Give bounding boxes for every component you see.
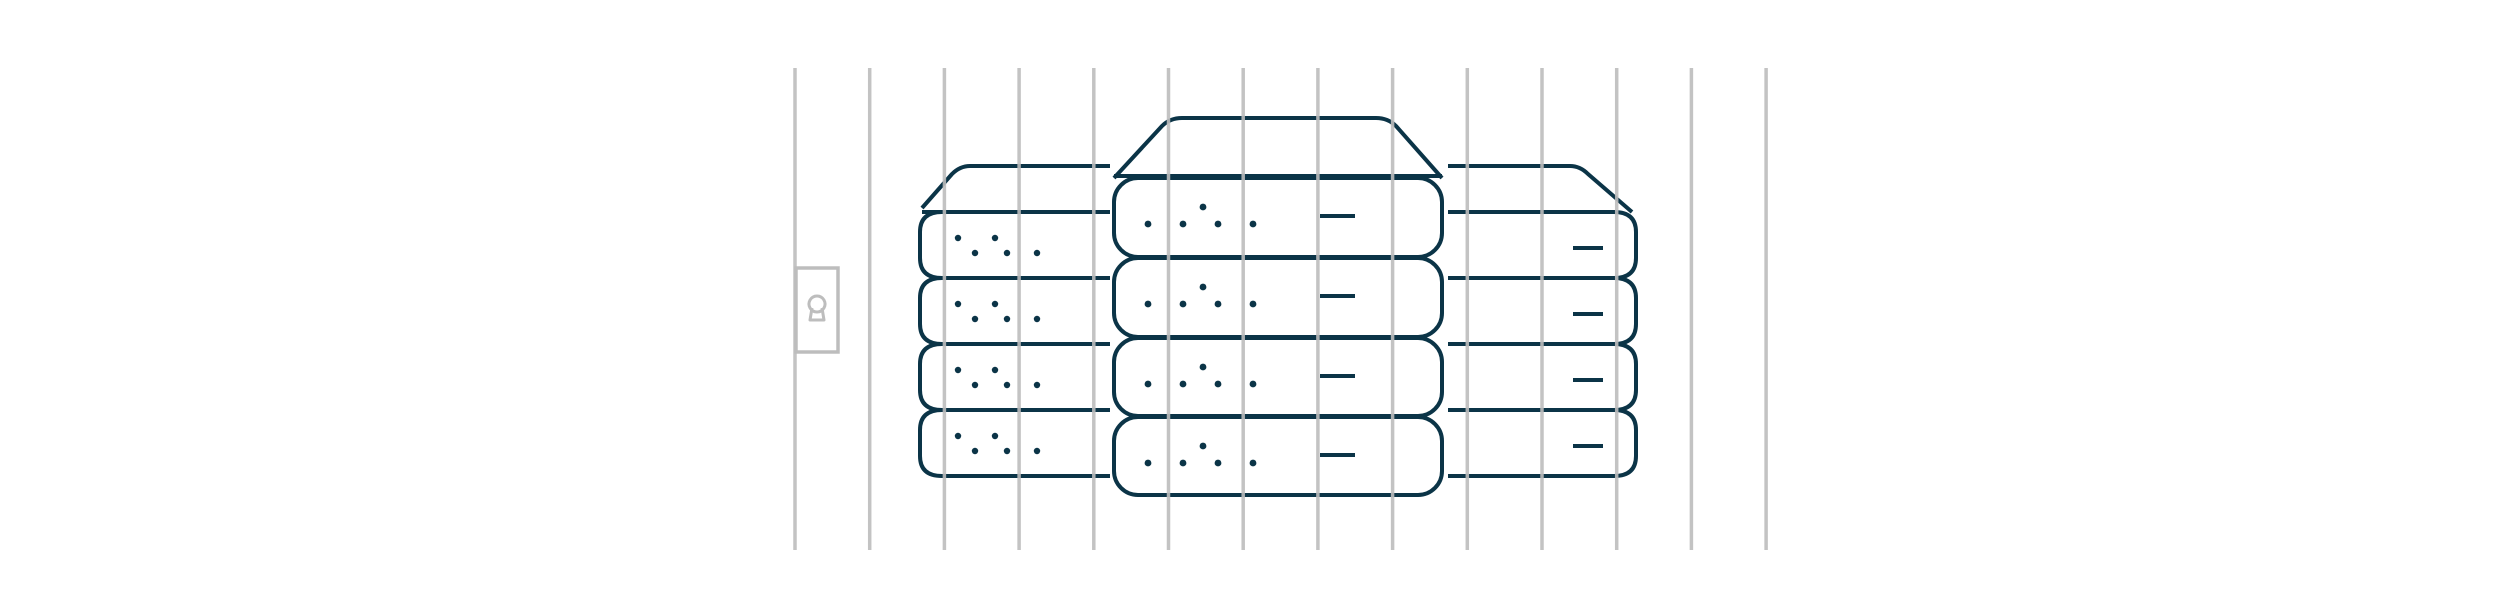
status-led-icon	[1214, 380, 1222, 388]
status-led-icon	[1179, 300, 1187, 308]
status-led-icon	[1199, 442, 1207, 450]
status-led-icon	[1249, 220, 1257, 228]
status-led-icon	[1033, 249, 1041, 257]
prison-bars	[793, 68, 1768, 550]
server-unit	[918, 342, 1110, 412]
lock-icon	[794, 266, 840, 354]
status-led-icon	[1033, 447, 1041, 455]
status-led-icon	[991, 300, 999, 308]
status-led-icon	[1214, 459, 1222, 467]
server-unit	[918, 408, 1110, 478]
server-stack-left	[918, 164, 1110, 478]
status-led-icon	[954, 234, 962, 242]
server-top-right	[1448, 164, 1634, 214]
status-led-icon	[1199, 363, 1207, 371]
status-led-icon	[1033, 381, 1041, 389]
status-led-icon	[954, 366, 962, 374]
status-led-icon	[971, 381, 979, 389]
status-led-icon	[1214, 220, 1222, 228]
server-unit	[1448, 342, 1638, 412]
status-led-icon	[1249, 380, 1257, 388]
status-led-icon	[1144, 220, 1152, 228]
status-led-icon	[954, 432, 962, 440]
status-led-icon	[971, 249, 979, 257]
status-led-icon	[1144, 459, 1152, 467]
status-led-icon	[1003, 249, 1011, 257]
status-led-icon	[991, 432, 999, 440]
status-led-icon	[1003, 381, 1011, 389]
server-unit	[1112, 415, 1444, 497]
lock-plate	[794, 266, 840, 354]
server-unit	[1448, 210, 1638, 280]
status-led-icon	[971, 447, 979, 455]
status-led-icon	[971, 315, 979, 323]
status-led-icon	[1179, 459, 1187, 467]
server-unit	[918, 210, 1110, 280]
status-led-icon	[1199, 283, 1207, 291]
status-led-icon	[1003, 315, 1011, 323]
server-unit	[1448, 408, 1638, 478]
status-led-icon	[1249, 459, 1257, 467]
status-led-icon	[1144, 300, 1152, 308]
status-led-icon	[1179, 220, 1187, 228]
status-led-icon	[1003, 447, 1011, 455]
status-led-icon	[1249, 300, 1257, 308]
server-stack-right	[1448, 164, 1638, 478]
status-led-icon	[1144, 380, 1152, 388]
keyhole-icon	[808, 307, 826, 322]
server-stacks	[918, 116, 1638, 497]
status-led-icon	[991, 366, 999, 374]
status-led-icon	[991, 234, 999, 242]
keyhole-icon	[807, 294, 827, 314]
server-unit	[918, 276, 1110, 346]
status-led-icon	[1199, 203, 1207, 211]
status-led-icon	[1179, 380, 1187, 388]
status-led-icon	[1033, 315, 1041, 323]
status-led-icon	[954, 300, 962, 308]
server-top-left	[920, 164, 1110, 210]
status-led-icon	[1214, 300, 1222, 308]
server-unit	[1448, 276, 1638, 346]
